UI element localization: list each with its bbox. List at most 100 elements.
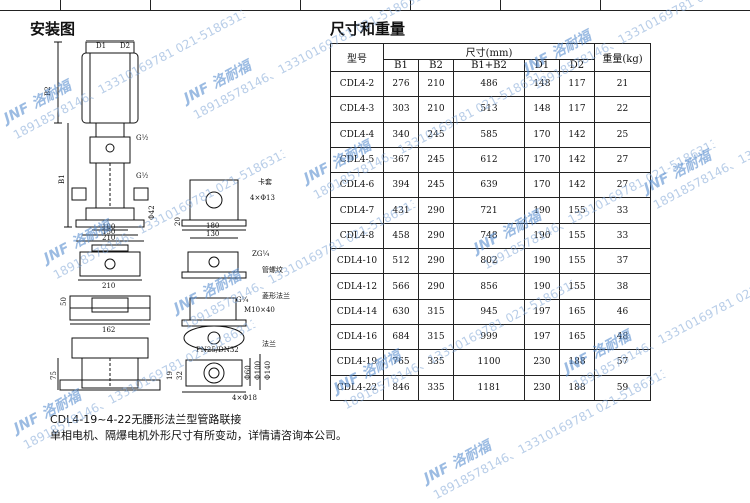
label-holes-4x18: 4×Φ18 <box>232 394 257 402</box>
note-card: 卡套 <box>258 177 272 186</box>
label-g-quarter: G¼ <box>236 296 249 304</box>
model-cell: CDL4-10 <box>330 248 384 275</box>
value-cell: 37 <box>594 248 651 275</box>
watermark-logo: JNF 洛耐福 <box>421 438 494 487</box>
model-cell: CDL4-8 <box>330 222 384 250</box>
value-cell: 856 <box>453 273 525 300</box>
value-cell: 21 <box>594 70 651 98</box>
model-cell: CDL4-2 <box>330 70 384 98</box>
value-cell: 513 <box>453 96 525 123</box>
value-cell: 190 <box>523 222 560 250</box>
label-b2: B2 <box>44 86 52 96</box>
value-cell: 25 <box>594 121 651 148</box>
label-dia100: Φ100 <box>254 361 262 380</box>
value-cell: 945 <box>453 298 525 325</box>
label-w100: 100 <box>102 223 115 231</box>
watermark-logo: JNF 洛耐福 <box>641 148 714 197</box>
note-flange: 法兰 <box>262 339 276 348</box>
value-cell: 290 <box>418 273 455 300</box>
column-header: B2 <box>418 59 455 72</box>
value-cell: 210 <box>418 70 455 98</box>
label-h75: 75 <box>50 371 58 380</box>
value-cell: 170 <box>523 146 560 174</box>
value-cell: 458 <box>382 222 420 250</box>
model-cell: CDL4-6 <box>330 172 384 199</box>
value-cell: 142 <box>558 121 596 148</box>
value-cell: 1181 <box>453 374 525 402</box>
value-cell: 197 <box>523 298 560 325</box>
value-cell: 117 <box>558 70 596 98</box>
value-cell: 117 <box>558 96 596 123</box>
value-cell: 340 <box>382 121 420 148</box>
label-w180: 180 <box>206 222 219 230</box>
installation-heading: 安装图 <box>30 20 76 38</box>
value-cell: 27 <box>594 146 651 174</box>
note-line-2: 单相电机、隔爆电机外形尺寸有所变动，详情请咨询本公司。 <box>50 429 347 442</box>
label-w150: 150 <box>102 228 115 236</box>
value-cell: 512 <box>382 248 420 275</box>
value-cell: 22 <box>594 96 651 123</box>
weight-header: 重量(kg) <box>594 43 651 72</box>
dimensions-heading: 尺寸和重量 <box>330 20 406 38</box>
label-holes-4x13: 4×Φ13 <box>250 194 275 202</box>
value-cell: 33 <box>594 222 651 250</box>
column-header: B1+B2 <box>453 59 525 72</box>
value-cell: 48 <box>594 323 651 351</box>
label-g-half-top: G½ <box>136 134 149 142</box>
value-cell: 27 <box>594 172 651 199</box>
value-cell: 315 <box>418 298 455 325</box>
value-cell: 170 <box>523 172 560 199</box>
value-cell: 290 <box>418 222 455 250</box>
value-cell: 33 <box>594 197 651 224</box>
value-cell: 846 <box>382 374 420 402</box>
value-cell: 38 <box>594 273 651 300</box>
model-cell: CDL4-3 <box>330 96 384 123</box>
model-cell: CDL4-16 <box>330 323 384 351</box>
label-w32: 32 <box>176 371 184 380</box>
value-cell: 188 <box>558 349 596 376</box>
label-dia60: Φ60 <box>244 365 252 380</box>
value-cell: 394 <box>382 172 420 199</box>
top-table-border <box>0 0 750 11</box>
value-cell: 290 <box>418 197 455 224</box>
note-diamond: 菱形法兰 <box>262 291 290 300</box>
value-cell: 367 <box>382 146 420 174</box>
value-cell: 1100 <box>453 349 525 376</box>
label-b1: B1 <box>58 174 66 184</box>
notes: CDL4-19~4-22无腰形法兰型管路联接 单相电机、隔爆电机外形尺寸有所变动… <box>50 412 347 444</box>
value-cell: 721 <box>453 197 525 224</box>
value-cell: 155 <box>558 197 596 224</box>
value-cell: 142 <box>558 146 596 174</box>
label-g-half-mid: G½ <box>136 172 149 180</box>
value-cell: 276 <box>382 70 420 98</box>
label-d2: D2 <box>120 42 130 50</box>
model-cell: CDL4-7 <box>330 197 384 224</box>
value-cell: 230 <box>523 374 560 402</box>
value-cell: 230 <box>523 349 560 376</box>
value-cell: 765 <box>382 349 420 376</box>
value-cell: 197 <box>523 323 560 351</box>
value-cell: 190 <box>523 197 560 224</box>
model-header: 型号 <box>330 43 384 72</box>
label-d1: D1 <box>96 42 106 50</box>
label-w210-mid: 210 <box>102 282 115 290</box>
value-cell: 566 <box>382 273 420 300</box>
value-cell: 188 <box>558 374 596 402</box>
value-cell: 335 <box>418 349 455 376</box>
note-line-1: CDL4-19~4-22无腰形法兰型管路联接 <box>50 413 242 426</box>
value-cell: 684 <box>382 323 420 351</box>
value-cell: 245 <box>418 172 455 199</box>
label-w210-top: 210 <box>102 234 115 242</box>
value-cell: 999 <box>453 323 525 351</box>
value-cell: 155 <box>558 222 596 250</box>
